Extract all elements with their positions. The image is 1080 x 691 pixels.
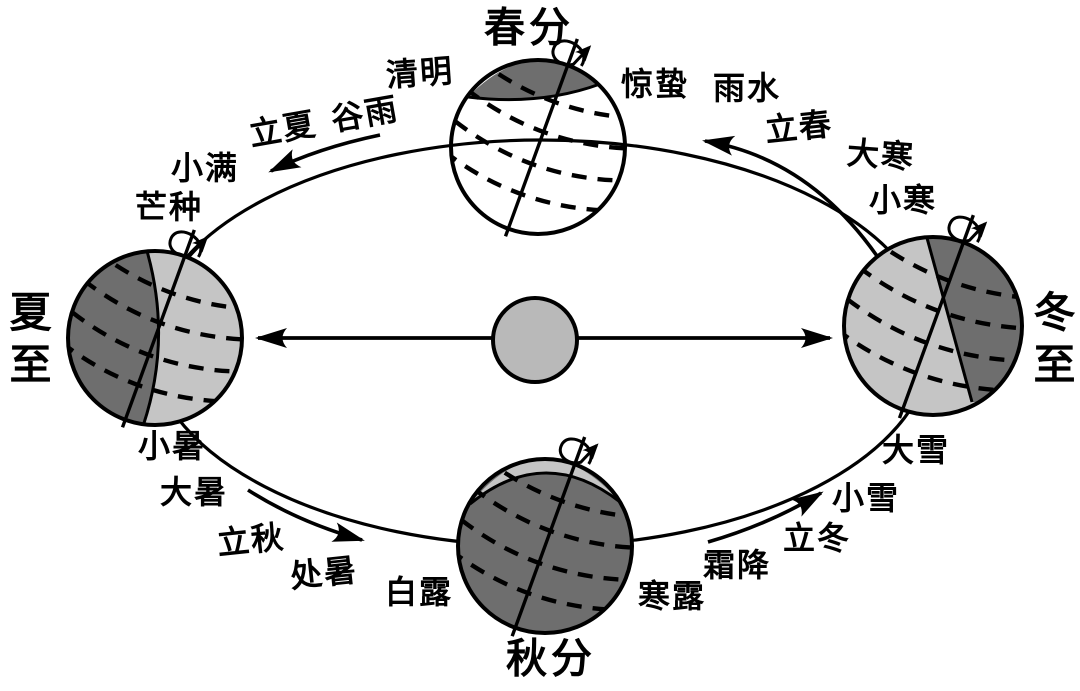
earth-axis xyxy=(503,38,579,237)
term-label-bailu: 白露 xyxy=(384,574,454,610)
orbit-direction-arrow-top-right xyxy=(702,135,879,258)
terminator-line xyxy=(467,82,601,102)
sun xyxy=(491,296,579,384)
earth-outline xyxy=(456,457,634,635)
term-label-daxue: 大雪 xyxy=(881,432,951,468)
term-label-lichun: 立春 xyxy=(763,105,835,149)
term-label-xiaoman: 小满 xyxy=(170,150,240,186)
orbit-direction-arrow-top-left xyxy=(268,133,381,173)
term-label-xiaoxue: 小雪 xyxy=(831,480,901,516)
earth-autumn-equinox xyxy=(448,436,649,637)
term-label-dashu: 大暑 xyxy=(159,474,229,510)
earth-summer-solstice xyxy=(59,229,259,428)
term-label-liqiu: 立秋 xyxy=(215,518,287,562)
term-label-hanlu: 寒露 xyxy=(637,578,707,614)
earth-axis xyxy=(120,229,196,428)
term-label-qingming: 清明 xyxy=(384,52,456,94)
term-label-autumn-equinox: 秋分 xyxy=(506,635,596,682)
earth-outline xyxy=(66,249,244,427)
term-label-winter-solstice: 冬至 xyxy=(1028,290,1075,394)
term-label-jingzhe: 惊蛰 xyxy=(620,66,690,102)
orbit-direction-arrow-bottom-left xyxy=(247,488,365,542)
term-label-mangzhong: 芒种 xyxy=(134,189,204,225)
terminator-line xyxy=(469,471,621,506)
term-label-shuangjiang: 霜降 xyxy=(702,547,772,583)
day-sliver xyxy=(470,459,620,504)
term-label-chushu: 处暑 xyxy=(288,551,360,595)
earth-axis xyxy=(897,214,975,419)
terminator-line xyxy=(141,252,161,424)
earth-winter-solstice xyxy=(834,214,1039,419)
orbit-direction-arrow-bottom-right xyxy=(707,491,824,544)
term-label-yushui: 雨水 xyxy=(712,70,782,106)
earth-outline xyxy=(842,235,1024,417)
term-label-summer-solstice: 夏至 xyxy=(4,290,51,394)
earth-spring-equinox xyxy=(442,38,642,237)
term-label-xiaoshu: 小暑 xyxy=(137,428,207,464)
earth-axis xyxy=(510,436,587,637)
term-label-lidong: 立冬 xyxy=(782,520,852,556)
earth-outline xyxy=(449,58,627,236)
term-label-dahan: 大寒 xyxy=(845,134,917,176)
term-label-xiaohan: 小寒 xyxy=(868,182,938,218)
term-label-spring-equinox: 春分 xyxy=(484,4,574,51)
